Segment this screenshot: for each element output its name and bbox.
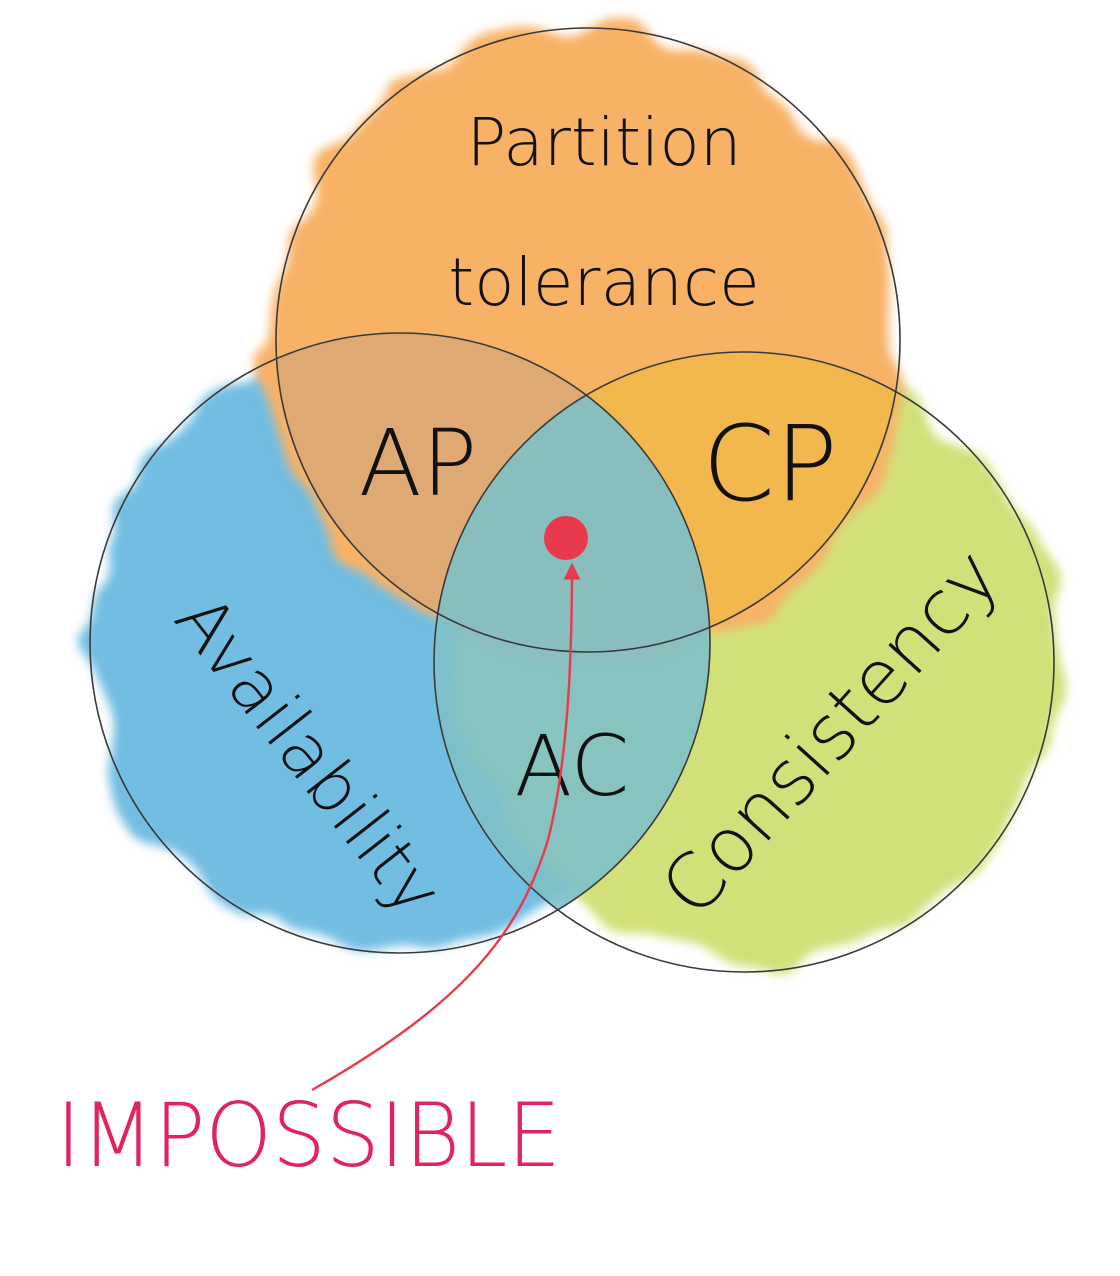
ac-label: AC [515, 717, 630, 815]
impossible-arrow [311, 562, 581, 1092]
impossible-marker-dot [544, 516, 588, 560]
partition-label-line2: tolerance [448, 244, 760, 321]
impossible-label: IMPOSSIBLE [56, 1084, 561, 1187]
ap-label: AP [359, 410, 477, 517]
availability-circle [89, 332, 711, 954]
partition-label-line1: Partition [466, 104, 741, 181]
watercolor-washes [90, 27, 1060, 960]
partition-circle [275, 27, 901, 653]
ac-overlap-wash [434, 352, 710, 953]
consistency-circle [433, 351, 1055, 973]
cp-label: CP [702, 403, 837, 525]
circle-outlines [89, 27, 1055, 973]
